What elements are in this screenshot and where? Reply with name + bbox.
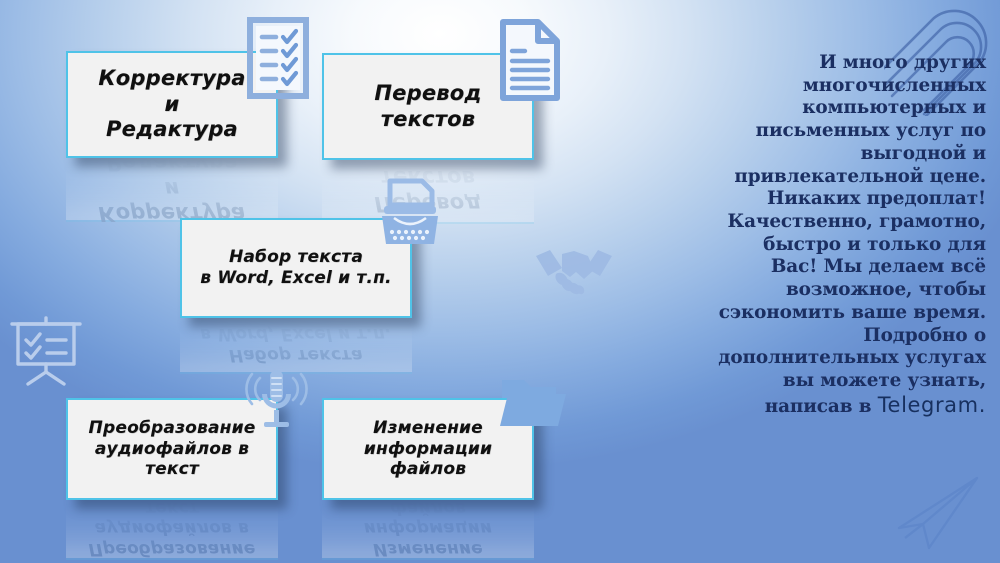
card-reflection: Изменение информации файлов: [322, 500, 534, 560]
card-reflection-label: Корректура и Редактура: [98, 158, 246, 222]
service-card-translation[interactable]: Перевод текстов: [322, 53, 534, 160]
card-reflection: Преобразование аудиофайлов в текст: [66, 500, 278, 560]
service-card-label: Набор текста в Word, Excel и т.п.: [200, 247, 392, 288]
card-reflection-label: Набор текста в Word, Excel и т.п.: [200, 324, 392, 365]
service-card-label: Изменение информации файлов: [363, 417, 493, 480]
service-card-label: Перевод текстов: [374, 80, 482, 131]
telegram-link-label[interactable]: Telegram.: [877, 392, 986, 417]
service-card-file-info-change[interactable]: Изменение информации файлов: [322, 398, 534, 500]
service-card-label: Корректура и Редактура: [98, 66, 246, 142]
paper-plane-icon: [893, 470, 993, 556]
card-reflection: Корректура и Редактура: [66, 158, 278, 222]
card-reflection: Перевод текстов: [322, 160, 534, 224]
card-reflection-label: Преобразование аудиофайлов в текст: [88, 500, 256, 560]
service-card-typing[interactable]: Набор текста в Word, Excel и т.п.: [180, 218, 412, 318]
service-card-label: Преобразование аудиофайлов в текст: [88, 417, 256, 480]
card-reflection-label: Перевод текстов: [374, 166, 482, 216]
service-card-proofreading[interactable]: Корректура и Редактура: [66, 51, 278, 158]
promo-paragraph-text: И много других многочисленных компьютерн…: [718, 52, 986, 417]
card-reflection: Набор текста в Word, Excel и т.п.: [180, 318, 412, 374]
service-card-audio-to-text[interactable]: Преобразование аудиофайлов в текст: [66, 398, 278, 500]
card-reflection-label: Изменение информации файлов: [363, 500, 493, 560]
presentation-board-icon: [6, 310, 86, 390]
handshake-icon: [532, 238, 616, 300]
promo-paragraph: И много других многочисленных компьютерн…: [718, 52, 986, 419]
